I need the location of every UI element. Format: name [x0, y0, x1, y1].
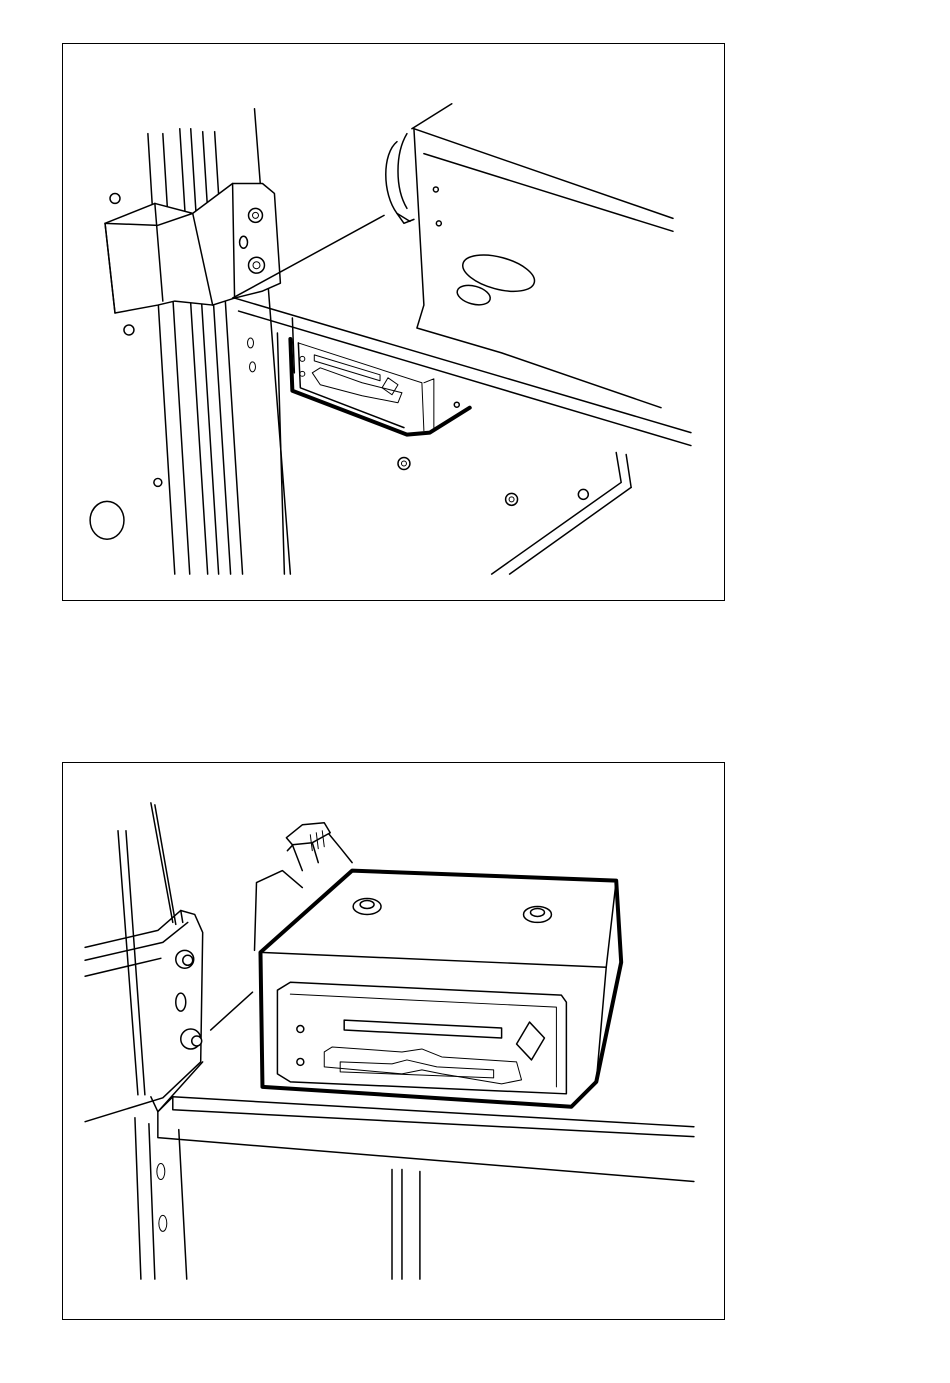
- rack-hole: [250, 362, 256, 372]
- shelf-screw: [578, 489, 588, 499]
- rack-screw: [124, 325, 134, 335]
- bracket-screw: [249, 208, 263, 222]
- shelf-screw: [506, 493, 518, 505]
- rack-hole: [248, 338, 254, 348]
- drive-led: [300, 356, 305, 361]
- drive-led: [297, 1026, 304, 1033]
- mounting-bracket: [105, 183, 280, 334]
- drive-lower-slot: [324, 1047, 521, 1084]
- shelf: [158, 1097, 694, 1279]
- figure-1-drive-under-shelf: [62, 43, 725, 601]
- rack-post: [118, 803, 187, 1279]
- rear-device: [255, 823, 353, 951]
- drive-slot: [344, 1020, 501, 1038]
- drive-eject-button: [517, 1022, 545, 1060]
- drive-eject-button: [382, 378, 398, 395]
- bracket-hole: [240, 236, 248, 248]
- mounting-bracket: [85, 910, 252, 1121]
- figure-2-illustration: [63, 763, 724, 1319]
- bracket-screw: [249, 257, 265, 273]
- upper-device: [386, 104, 673, 408]
- shelf-screw: [398, 458, 410, 470]
- rack-screw: [110, 193, 120, 203]
- rack-hole: [157, 1164, 165, 1180]
- figure-1-illustration: [63, 44, 724, 600]
- bracket-hole: [176, 993, 186, 1011]
- tape-drive: [260, 871, 621, 1107]
- rack-screw: [154, 478, 162, 486]
- drive-led: [300, 371, 305, 376]
- figure-2-drive-on-shelf: [62, 762, 725, 1320]
- rack-post: [148, 109, 290, 574]
- drive-led: [297, 1058, 304, 1065]
- rack-hole: [159, 1215, 167, 1231]
